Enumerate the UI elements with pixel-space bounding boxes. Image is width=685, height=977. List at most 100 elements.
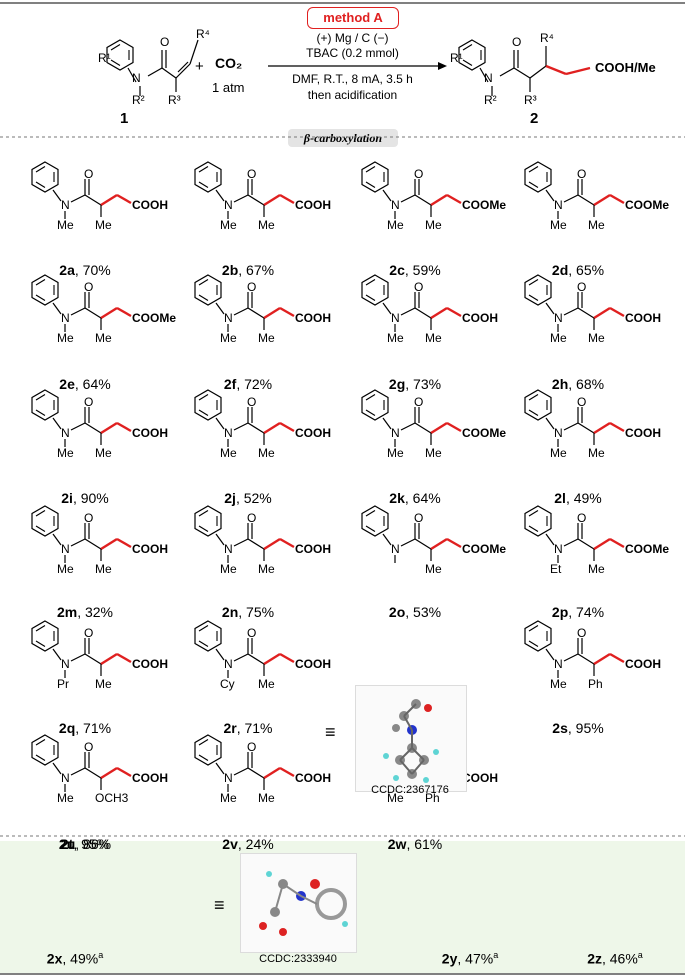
n-substituent-2u: Me	[57, 791, 74, 805]
compound-id: 2m	[56, 604, 78, 620]
alpha-substituent-2f: Me	[258, 331, 275, 345]
n-substituent-2r: Cy	[220, 677, 235, 691]
alpha-substituent-2q: Me	[95, 677, 112, 691]
compound-yield: , 49%	[565, 490, 602, 506]
alpha-substituent-2t: Ph	[588, 677, 603, 691]
o-atom-2k: O	[414, 395, 423, 409]
compound-label-2z: 2z, 46%a	[540, 950, 685, 967]
compound-id: 2l	[554, 490, 566, 506]
reagent-electrodes: (+) Mg / C (−)	[316, 31, 389, 45]
acid-group-2b: COOH	[295, 198, 331, 212]
amide-chain-2q	[63, 636, 133, 680]
aryl-n-bond-2r	[215, 648, 225, 661]
aryl-n-bond-2k	[382, 417, 392, 430]
amide-chain-2n	[226, 521, 296, 565]
aryl-ring-2j	[194, 389, 222, 421]
aryl-n-bond-2g	[382, 302, 392, 315]
n-atom-2m: N	[61, 542, 70, 556]
amide-chain-2h	[556, 290, 626, 334]
n-substituent-2g: Me	[387, 331, 404, 345]
aryl-ring-2e	[31, 274, 59, 306]
aryl-ring-2p	[524, 505, 552, 537]
o-atom-2g: O	[414, 280, 423, 294]
product-number: 2	[530, 110, 539, 127]
compound-label-2d: 2d, 65%	[503, 262, 653, 278]
compound-yield: , 52%	[235, 490, 272, 506]
n-atom-2v: N	[224, 771, 233, 785]
o-atom-2d: O	[577, 167, 586, 181]
aryl-ring-2d	[524, 161, 552, 193]
n-atom-2f: N	[224, 311, 233, 325]
crystal-structure-2x	[240, 853, 357, 953]
compound-id: 2c	[389, 262, 405, 278]
amide-chain-2k	[393, 405, 463, 449]
o-atom-2f: O	[247, 280, 256, 294]
compound-id: 2a	[59, 262, 75, 278]
aryl-ring-2g	[361, 274, 389, 306]
compound-yield: , 61%	[406, 836, 443, 852]
n-atom-2q: N	[61, 657, 70, 671]
compound-label-2c: 2c, 59%	[340, 262, 490, 278]
n-substituent-2l: Me	[550, 446, 567, 460]
alpha-substituent-2w: Ph	[425, 791, 440, 805]
crystal-image-2r	[383, 699, 439, 783]
n-substituent-2p: Et	[550, 562, 562, 576]
crystal-image-2x	[259, 871, 348, 936]
aryl-n-bond-2e	[52, 302, 62, 315]
acid-group-2k: COOMe	[462, 426, 506, 440]
compound-yield: , 59%	[404, 262, 441, 278]
compound-id: 2j	[224, 490, 236, 506]
acid-group-2q: COOH	[132, 657, 168, 671]
compound-yield: , 95%	[73, 836, 110, 852]
amide-chain-2f	[226, 290, 296, 334]
product-n-atom: N	[484, 71, 493, 85]
compound-id: 2g	[388, 376, 406, 392]
aryl-n-bond-2h	[545, 302, 555, 315]
o-atom-2m: O	[84, 511, 93, 525]
compound-yield: , 73%	[405, 376, 442, 392]
alpha-substituent-2u: OCH3	[95, 791, 129, 805]
acid-group-2h: COOH	[625, 311, 661, 325]
n-atom-2g: N	[391, 311, 400, 325]
compound-yield: , 95%	[567, 720, 604, 736]
aryl-n-bond-2i	[52, 417, 62, 430]
alpha-substituent-2v: Me	[258, 791, 275, 805]
compound-id: 2r	[223, 720, 237, 736]
sm-r2: R²	[132, 93, 145, 107]
amide-chain-2i	[63, 405, 133, 449]
aryl-ring-2v	[194, 734, 222, 766]
aryl-n-bond-2v	[215, 762, 225, 775]
alpha-substituent-2k: Me	[425, 446, 442, 460]
alpha-substituent-2g: Me	[425, 331, 442, 345]
amide-chain-2j	[226, 405, 296, 449]
compound-id: 2q	[58, 720, 76, 736]
amide-chain-2t	[556, 636, 626, 680]
n-substituent-2v: Me	[220, 791, 237, 805]
compound-label-2k: 2k, 64%	[340, 490, 490, 506]
compound-yield: , 64%	[404, 490, 441, 506]
n-atom-2e: N	[61, 311, 70, 325]
aryl-ring-2m	[31, 505, 59, 537]
sm-number: 1	[120, 110, 129, 127]
compound-id: 2n	[221, 604, 239, 620]
aryl-ring-2o	[361, 505, 389, 537]
aryl-n-bond-2b	[215, 189, 225, 202]
section-label-beta-carboxylation: β-carboxylation	[288, 129, 398, 147]
sm-o-atom: O	[160, 35, 169, 49]
amide-chain-2v	[226, 750, 296, 794]
n-substituent-2w: Me	[387, 791, 404, 805]
amide-chain-2e	[63, 290, 133, 334]
acid-group-2w: COOH	[462, 771, 498, 785]
acid-group-2o: COOMe	[462, 542, 506, 556]
n-substituent-2d: Me	[550, 218, 567, 232]
alpha-substituent-2c: Me	[425, 218, 442, 232]
compound-yield: , 72%	[236, 376, 273, 392]
amide-chain-2o	[393, 521, 463, 565]
compound-label-2n: 2n, 75%	[173, 604, 323, 620]
compound-id: 2x	[46, 950, 63, 967]
compound-id: 2u	[58, 836, 76, 852]
compound-label-2b: 2b, 67%	[173, 262, 323, 278]
